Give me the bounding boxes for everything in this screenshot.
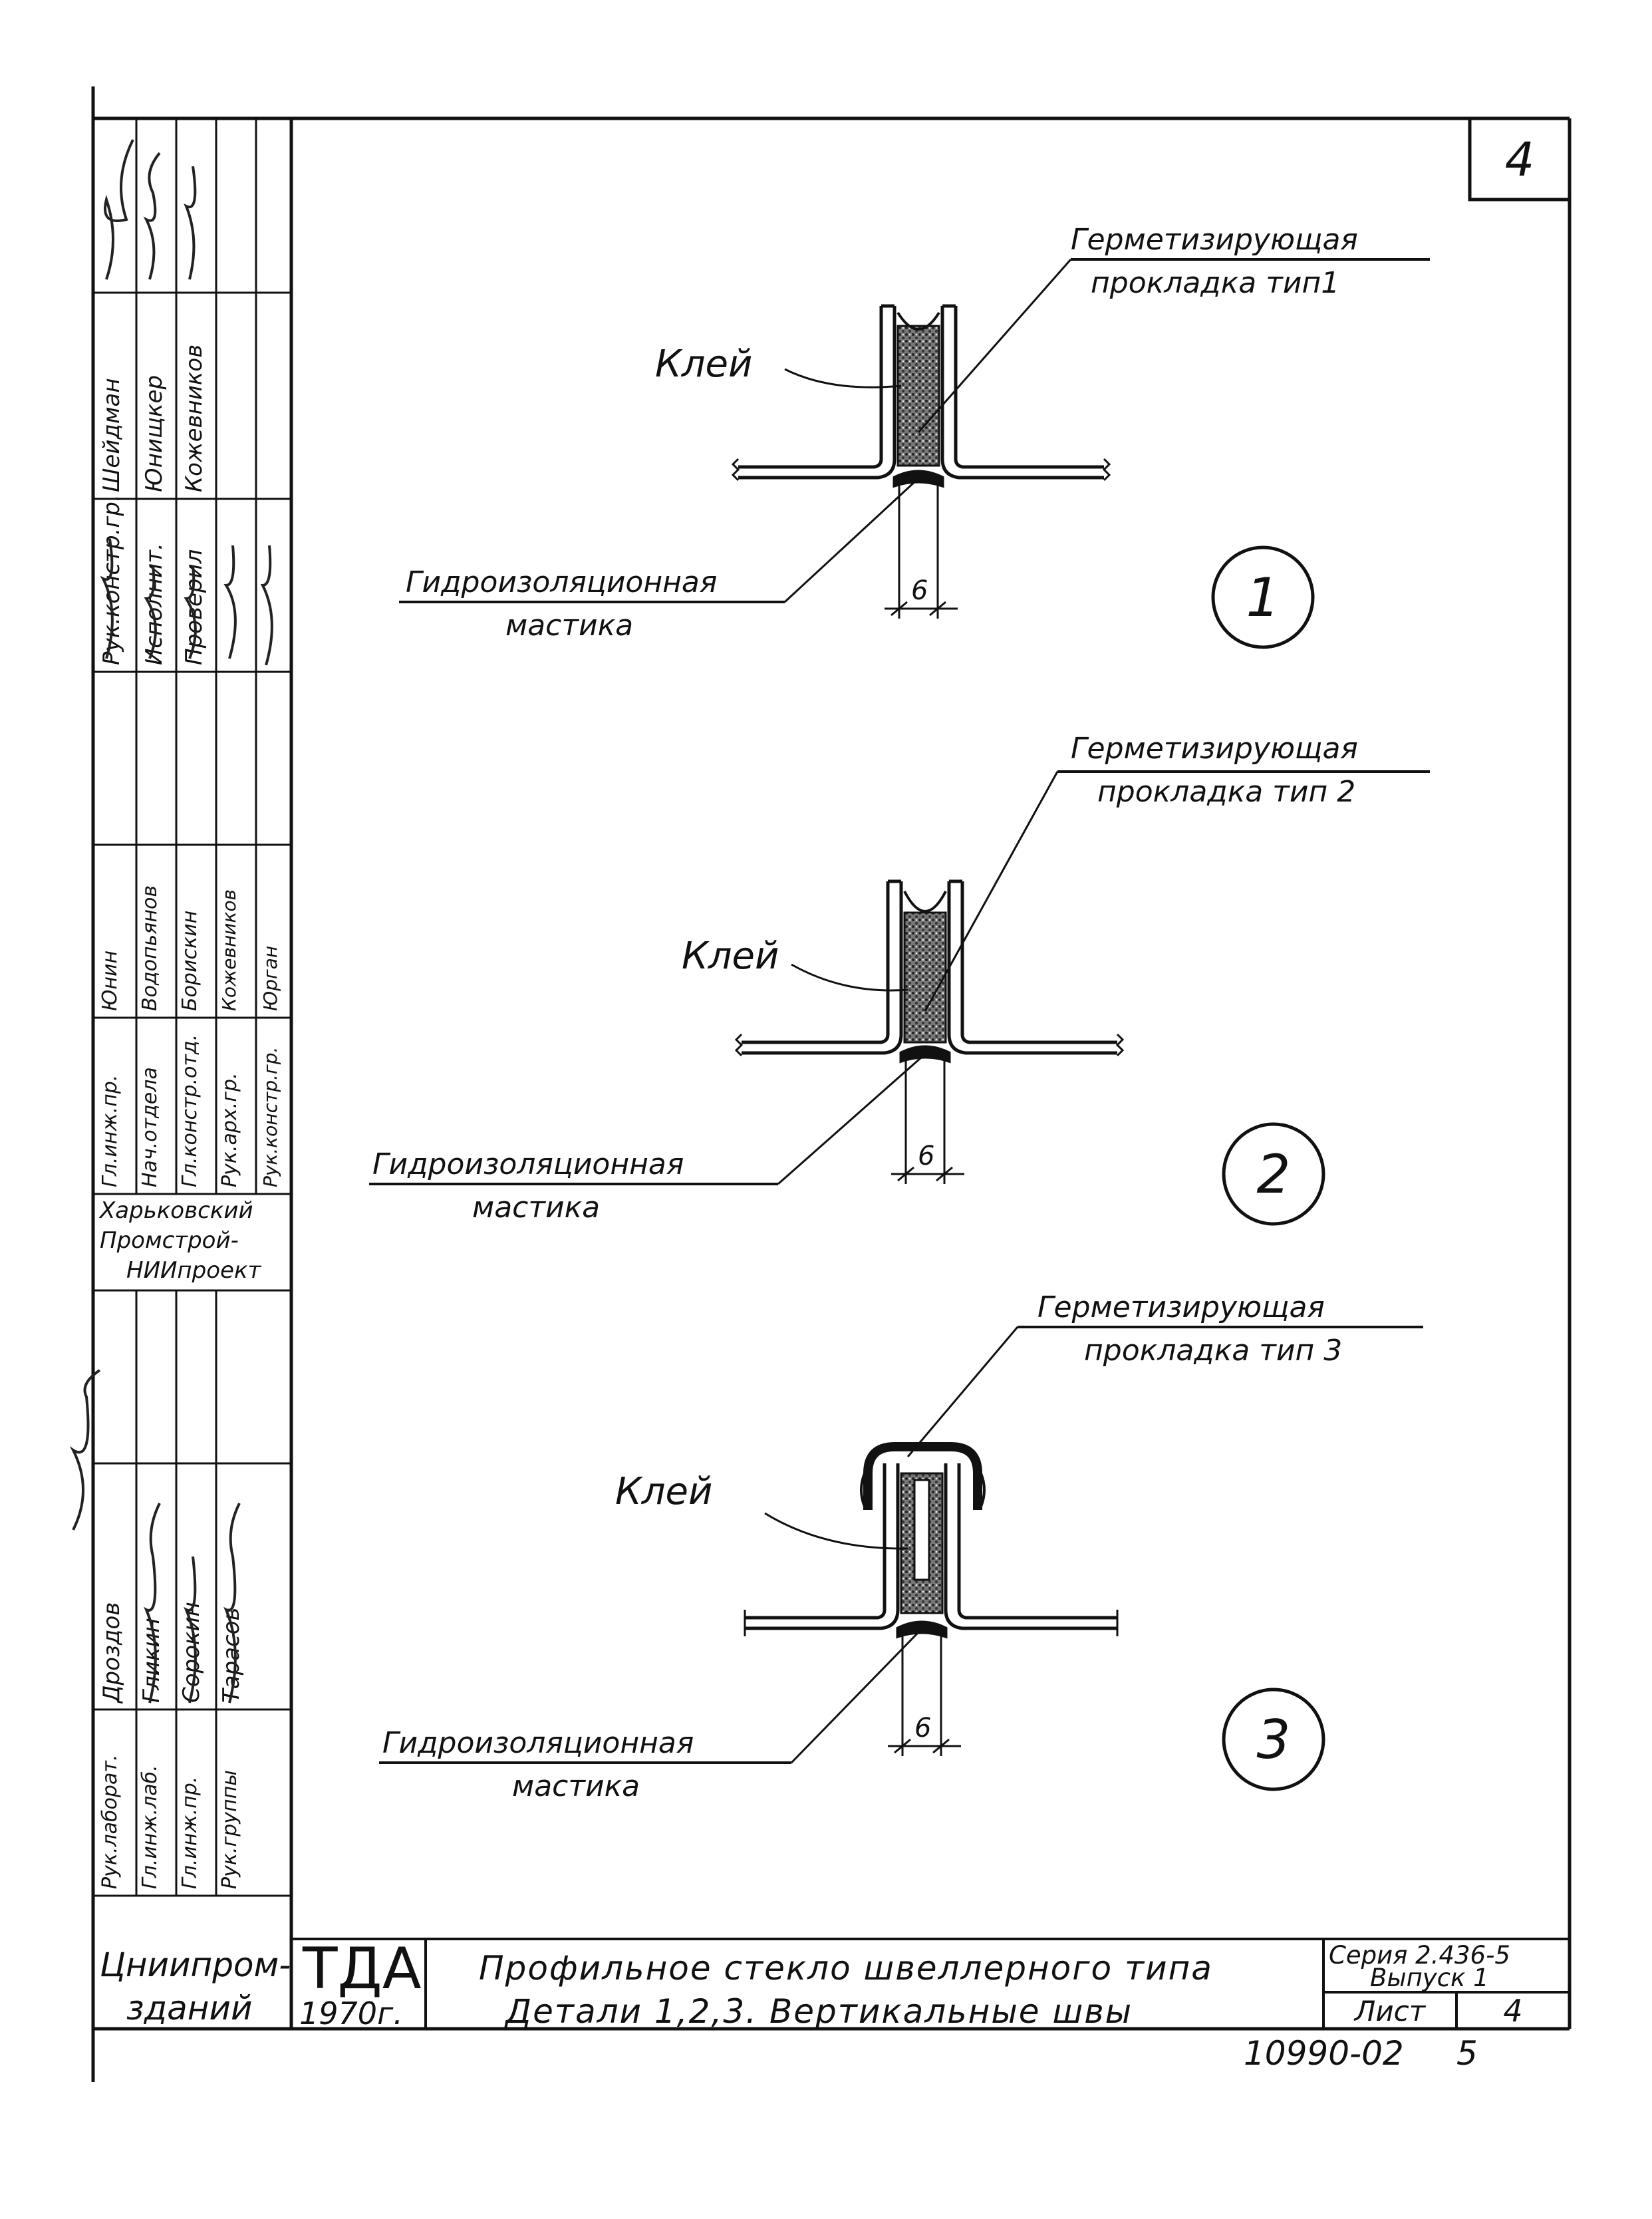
organization-line1: Цниипром- (100, 1946, 291, 1984)
detail-3-section (379, 1326, 1423, 1791)
detail-3-mastic-label-line2: мастика (512, 1769, 640, 1803)
detail-1-mastic-label-line2: мастика (505, 609, 634, 643)
signature-mark (104, 139, 134, 280)
detail-1-section (399, 258, 1430, 649)
detail-2-gasket-label-line2: прокладка тип 2 (1097, 775, 1356, 809)
title-block-grid (291, 1938, 1570, 2029)
detail-3-gasket-label-line2: прокладка тип 3 (1084, 1334, 1343, 1368)
detail-1-dimension: 6 (911, 575, 928, 606)
side-stamp-grid (92, 118, 291, 2029)
stamp-institute-line3: НИИпроект (126, 1257, 261, 1284)
detail-2-dimension: 6 (918, 1141, 935, 1171)
stamp-institute-line2: Промстрой- (100, 1227, 239, 1254)
stamp-institute-line1: Харьковский (100, 1197, 253, 1224)
detail-3-glue-label: Клей (615, 1470, 713, 1513)
detail-2-number: 2 (1256, 1143, 1291, 1205)
detail-2-mastic-label-line1: Гидроизоляционная (372, 1147, 684, 1181)
detail-1-gasket-label-line1: Герметизирующая (1071, 223, 1358, 257)
detail-1-number: 1 (1246, 566, 1280, 629)
issue-label: Выпуск 1 (1370, 1964, 1489, 1992)
detail-2-section (369, 770, 1430, 1226)
sheet-number: 4 (1503, 1993, 1523, 2029)
detail-1-mastic-label-line1: Гидроизоляционная (406, 565, 718, 599)
detail-1-gasket-label-line2: прокладка тип1 (1091, 266, 1340, 300)
detail-2-mastic-label-line2: мастика (472, 1191, 601, 1225)
archive-number: 10990-02 (1244, 2034, 1404, 2073)
series-label: Серия 2.436-5 (1329, 1941, 1510, 1970)
page-number: 5 (1456, 2034, 1478, 2073)
year: 1970г. (299, 1996, 403, 2031)
detail-2-gasket-label-line1: Герметизирующая (1071, 732, 1358, 766)
organization-line2: зданий (126, 1989, 253, 2027)
detail-2-glue-label: Клей (682, 935, 779, 978)
drawing-title-line1: Профильное стекло швеллерного типа (479, 1949, 1213, 1988)
drawing-title-line2: Детали 1,2,3. Вертикальные швы (505, 1992, 1133, 2031)
detail-3-gasket-label-line1: Герметизирующая (1037, 1290, 1325, 1324)
detail-3-number: 3 (1256, 1708, 1291, 1771)
sheet-label: Лист (1354, 1994, 1426, 2027)
detail-3-dimension: 6 (914, 1713, 932, 1743)
detail-1-glue-label: Клей (655, 343, 753, 386)
corner-sheet-number: 4 (1504, 132, 1535, 187)
corner-box (1468, 118, 1570, 202)
doc-code: ТДА (303, 1936, 422, 2002)
detail-3-mastic-label-line1: Гидроизоляционная (382, 1726, 694, 1760)
